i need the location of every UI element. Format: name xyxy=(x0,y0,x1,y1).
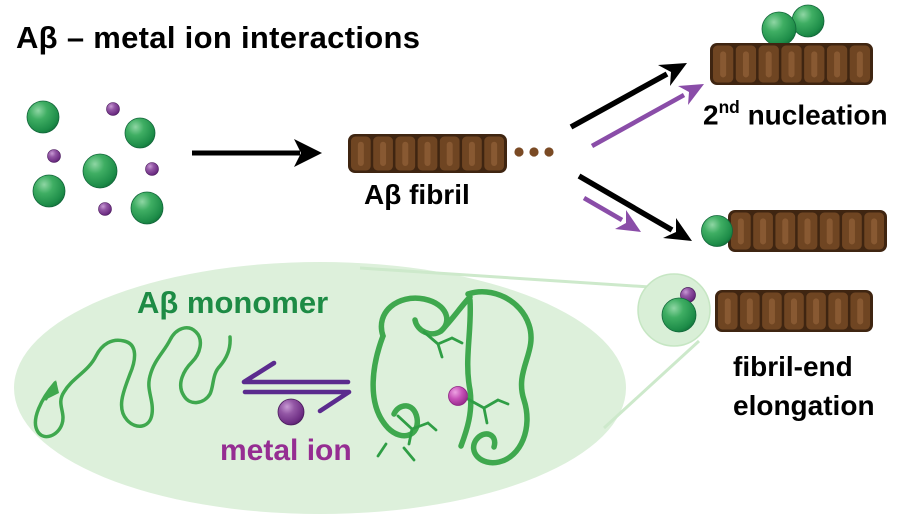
equilibrium-arrows xyxy=(241,360,352,414)
secondary-nucleation-rest: nucleation xyxy=(739,99,888,131)
secondary-nucleation-label: 2nd nucleation xyxy=(703,96,888,131)
ab-monomer-sphere xyxy=(82,153,118,189)
ab-monomer-label: Aβ monomer xyxy=(137,285,329,320)
zoom-callout-line-bottom xyxy=(602,339,701,430)
metal-ion-sphere xyxy=(145,162,159,176)
elongation-arrow-black xyxy=(577,173,692,241)
unstructured-monomer-coil xyxy=(33,326,232,439)
fibril-label: Aβ fibril xyxy=(364,179,470,210)
amyloid-fibril-bar xyxy=(728,210,887,252)
fibril-end-line1: fibril-end xyxy=(733,351,853,382)
ab-monomer-sphere xyxy=(130,191,164,225)
monomer-metal-cluster xyxy=(26,100,164,225)
amyloid-fibril-bar xyxy=(715,290,873,332)
fibril-continuation-dots xyxy=(514,147,554,157)
secondary-nucleation-arrow-purple xyxy=(590,84,704,149)
figure-title: Aβ – metal ion interactions xyxy=(16,20,421,55)
secondary-nucleation-sup: nd xyxy=(718,96,740,117)
metal-bound-folded-monomer xyxy=(370,289,534,466)
fibril-end-elongation-label: fibril-end elongation xyxy=(733,347,875,425)
ab-monomer-sphere xyxy=(661,297,697,333)
secondary-nucleation-arrow-black xyxy=(569,63,687,130)
metal-ion-sphere xyxy=(277,398,305,426)
metal-ion-sphere xyxy=(47,149,61,163)
amyloid-fibril-bar xyxy=(710,43,873,85)
ab-monomer-sphere xyxy=(701,215,733,247)
fibril-end-line2: elongation xyxy=(733,390,875,421)
ab-monomer-sphere xyxy=(791,4,825,38)
zoom-out-bubble xyxy=(637,273,711,347)
monomer-equilibrium-panel xyxy=(14,262,701,514)
aggregation-arrow xyxy=(192,139,322,167)
ab-monomer-sphere xyxy=(32,174,66,208)
bound-metal-ion-sphere xyxy=(448,386,468,406)
metal-ion-label: metal ion xyxy=(220,434,352,467)
metal-ion-sphere xyxy=(106,102,120,116)
metal-ion-sphere xyxy=(98,202,112,216)
ab-monomer-sphere xyxy=(124,117,156,149)
secondary-nucleation-base: 2 xyxy=(703,99,719,131)
ab-monomer-sphere xyxy=(761,11,797,47)
elongation-arrow-purple xyxy=(582,196,641,232)
zoom-callout-line-top xyxy=(359,266,651,289)
ab-monomer-sphere xyxy=(26,100,60,134)
amyloid-fibril-bar xyxy=(348,134,507,173)
secondary-nucleation-product xyxy=(761,4,825,47)
